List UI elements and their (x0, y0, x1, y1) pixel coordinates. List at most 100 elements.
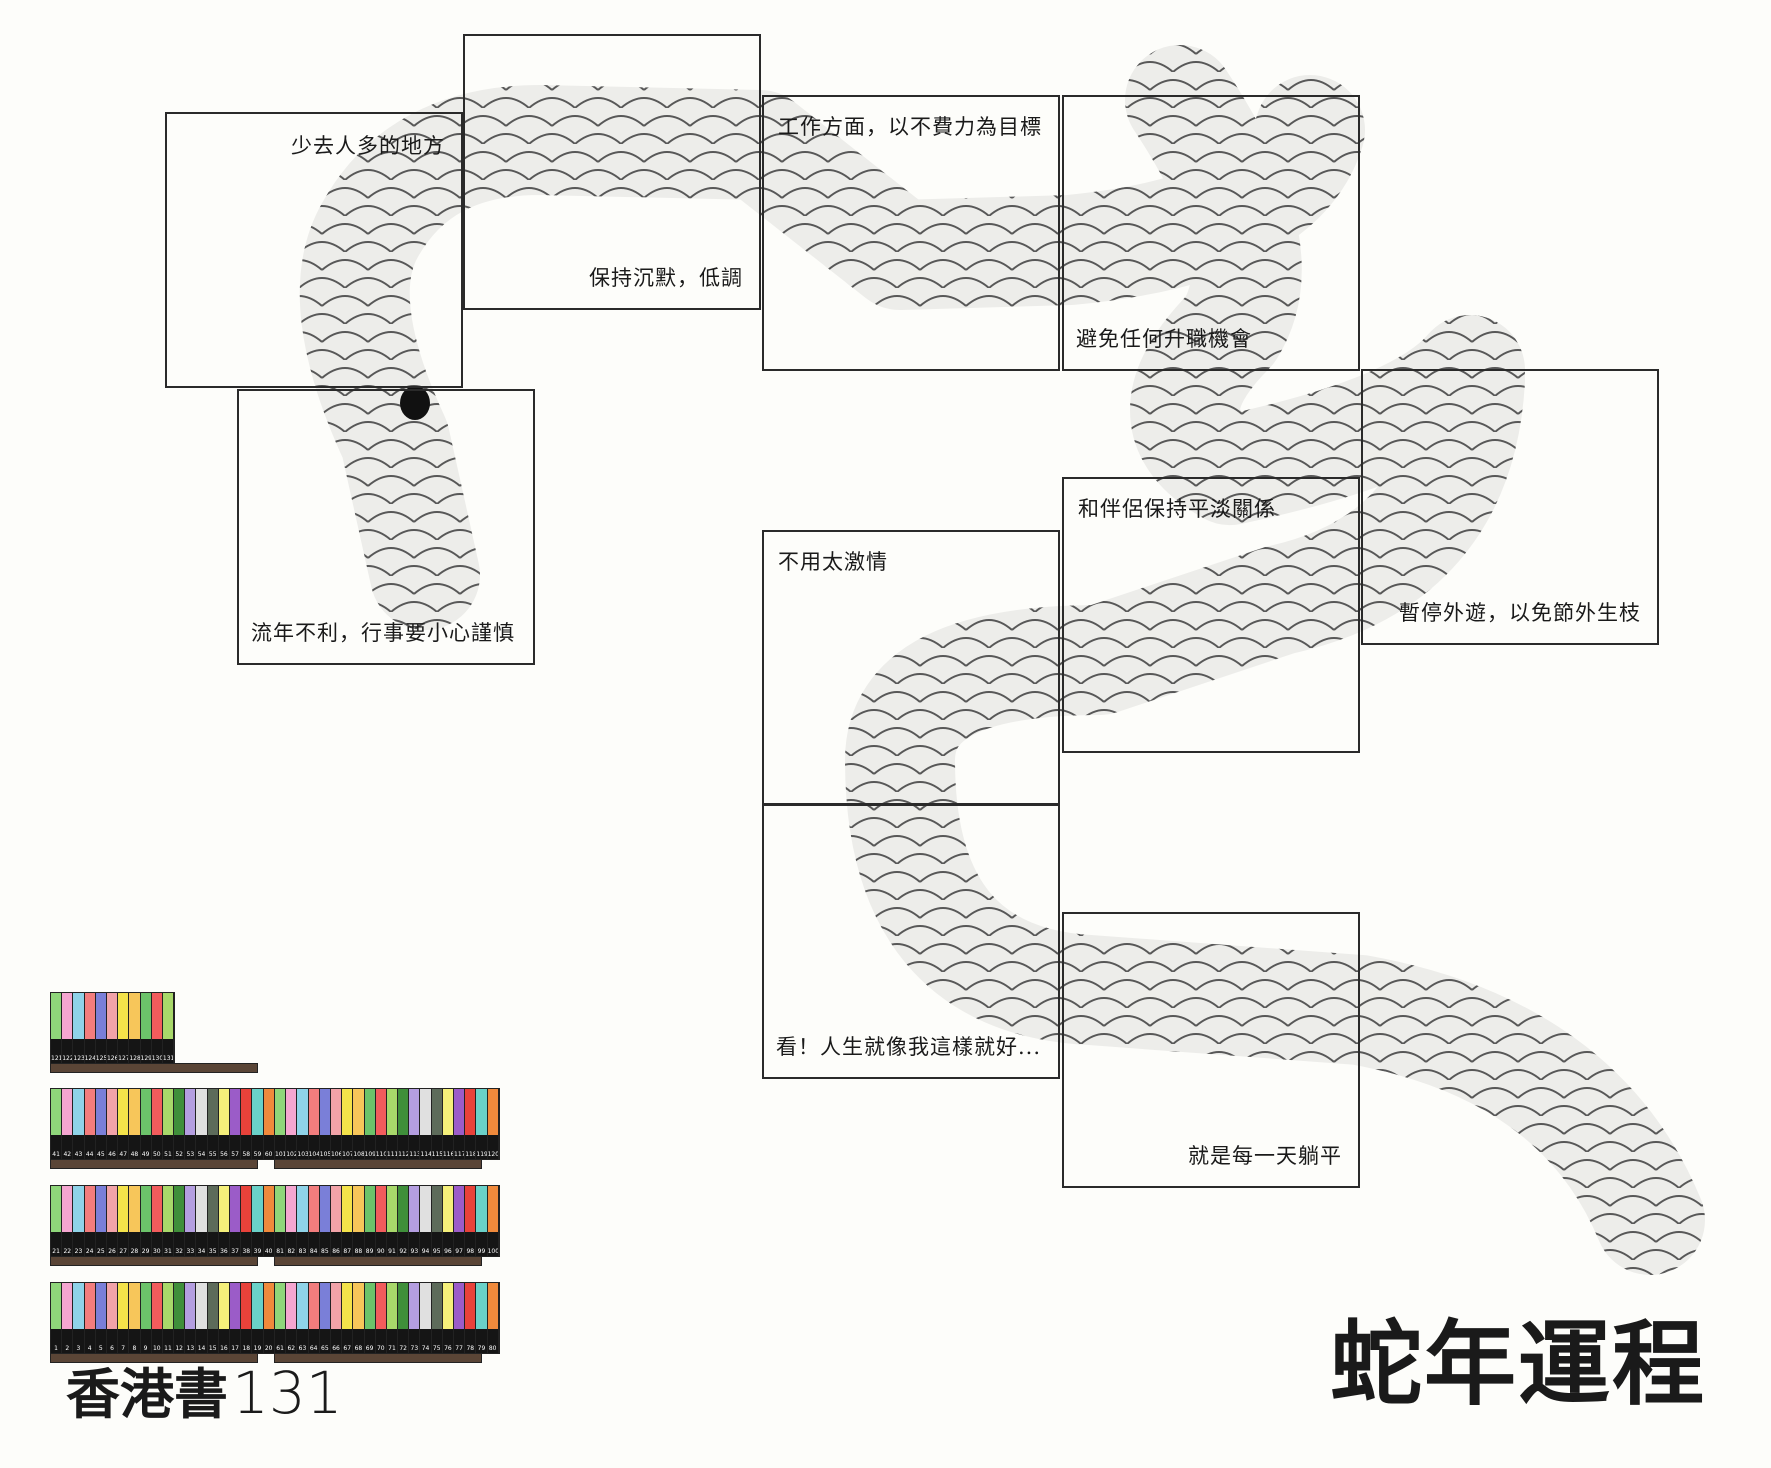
book-spine: 44 (84, 1089, 96, 1159)
book-number: 25 (97, 1248, 105, 1255)
comic-panel-4: 避免任何升職機會 (1062, 95, 1360, 371)
book-number: 120 (487, 1151, 499, 1158)
book-number: 51 (164, 1151, 172, 1158)
book-spine: 123 (73, 993, 85, 1063)
book-number: 53 (186, 1151, 195, 1158)
book-spine: 55 (207, 1089, 219, 1159)
book-number: 126 (106, 1055, 119, 1062)
book-number: 17 (231, 1345, 239, 1352)
book-number: 95 (432, 1248, 441, 1255)
book-number: 1 (54, 1345, 58, 1352)
comic-panel-9: 就是每一天躺平 (1062, 912, 1360, 1188)
book-number: 13 (186, 1345, 195, 1352)
book-spine: 87 (342, 1186, 354, 1256)
book-number: 109 (364, 1151, 376, 1158)
book-number: 86 (332, 1248, 340, 1255)
book-spine: 63 (297, 1283, 309, 1353)
book-number: 101 (275, 1151, 287, 1158)
panel-caption: 和伴侶保持平淡關係 (1078, 497, 1276, 521)
book-spine: 39 (252, 1186, 264, 1256)
book-spine: 9 (140, 1283, 152, 1353)
book-spine: 122 (62, 993, 74, 1063)
book-spine: 77 (454, 1283, 466, 1353)
snake-eye (400, 386, 430, 420)
book-number: 76 (444, 1345, 452, 1352)
book-number: 91 (388, 1248, 396, 1255)
book-spine: 59 (252, 1089, 264, 1159)
book-number: 77 (455, 1345, 463, 1352)
book-spine: 127 (118, 993, 130, 1063)
book-number: 84 (309, 1248, 318, 1255)
book-number: 81 (276, 1248, 284, 1255)
panel-caption: 就是每一天躺平 (1188, 1144, 1342, 1168)
book-spine: 27 (118, 1186, 130, 1256)
book-number: 58 (242, 1151, 251, 1158)
book-number: 54 (197, 1151, 206, 1158)
book-spine: 52 (174, 1089, 186, 1159)
book-number: 26 (108, 1248, 116, 1255)
book-spine: 69 (364, 1283, 376, 1353)
book-spine: 120 (487, 1089, 499, 1159)
book-spine: 66 (330, 1283, 343, 1353)
book-spine: 129 (140, 993, 152, 1063)
book-spine: 70 (375, 1283, 387, 1353)
book-number: 45 (97, 1151, 105, 1158)
panel-caption: 暫停外遊，以免節外生枝 (1399, 601, 1641, 625)
book-number: 122 (62, 1055, 74, 1062)
book-spine: 50 (151, 1089, 163, 1159)
book-spine: 102 (286, 1089, 298, 1159)
book-spine: 21 (51, 1186, 63, 1256)
book-number: 92 (399, 1248, 407, 1255)
book-number: 40 (264, 1248, 273, 1255)
shelf-board (274, 1353, 482, 1363)
panel-caption: 看！人生就像我這樣就好... (776, 1035, 1042, 1059)
book-number: 48 (130, 1151, 139, 1158)
book-number: 63 (298, 1345, 307, 1352)
book-number: 9 (143, 1345, 148, 1352)
book-number: 116 (442, 1151, 454, 1158)
book-spine: 8 (129, 1283, 141, 1353)
book-number: 88 (354, 1248, 363, 1255)
book-number: 130 (151, 1055, 163, 1062)
book-number: 129 (140, 1055, 152, 1062)
book-spine: 24 (84, 1186, 96, 1256)
book-number: 41 (52, 1151, 60, 1158)
book-spine: 34 (196, 1186, 208, 1256)
book-spine: 68 (353, 1283, 365, 1353)
book-spine: 109 (364, 1089, 376, 1159)
book-spine: 89 (364, 1186, 376, 1256)
book-number: 39 (253, 1248, 262, 1255)
book-number: 83 (298, 1248, 307, 1255)
book-spine: 35 (207, 1186, 219, 1256)
book-spine: 23 (73, 1186, 85, 1256)
book-spine: 54 (196, 1089, 208, 1159)
book-number: 128 (129, 1055, 141, 1062)
book-number: 35 (208, 1248, 217, 1255)
book-number: 30 (152, 1248, 161, 1255)
brand-name: 香港書 (66, 1363, 228, 1426)
comic-panel-5: 暫停外遊，以免節外生枝 (1361, 369, 1659, 645)
book-number: 131 (162, 1055, 175, 1062)
book-spine: 75 (431, 1283, 443, 1353)
book-spine: 30 (151, 1186, 163, 1256)
panel-caption: 避免任何升職機會 (1076, 327, 1252, 351)
book-spine: 71 (386, 1283, 399, 1353)
book-number: 5 (98, 1345, 103, 1352)
book-number: 32 (175, 1248, 183, 1255)
book-number: 117 (454, 1151, 466, 1158)
book-number: 97 (455, 1248, 463, 1255)
book-spine: 49 (140, 1089, 152, 1159)
book-number: 22 (63, 1248, 72, 1255)
book-spine: 88 (353, 1186, 365, 1256)
book-spine: 1 (51, 1283, 63, 1353)
book-spine: 48 (129, 1089, 141, 1159)
brand-number: 131 (232, 1359, 343, 1427)
book-number: 37 (231, 1248, 239, 1255)
book-spine: 61 (275, 1283, 287, 1353)
book-number: 124 (84, 1055, 96, 1062)
book-number: 20 (264, 1345, 273, 1352)
book-number: 102 (286, 1151, 298, 1158)
book-number: 98 (466, 1248, 475, 1255)
book-number: 50 (152, 1151, 161, 1158)
